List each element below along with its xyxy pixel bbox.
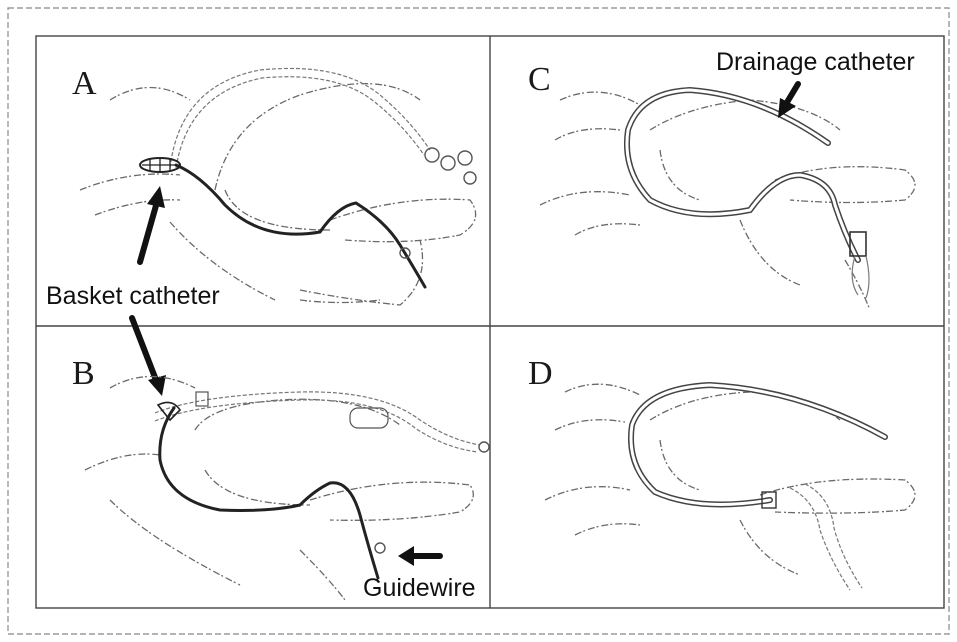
anatomy-outline <box>310 482 473 520</box>
panel-b: B <box>72 355 489 600</box>
anatomy-outline <box>215 84 420 190</box>
anatomy-outline <box>225 190 330 230</box>
basket-arrow-up <box>140 202 157 262</box>
anatomy-outline <box>660 440 700 490</box>
outer-border <box>8 8 949 634</box>
anatomy-outline <box>740 520 800 575</box>
anatomy-outline <box>845 260 870 310</box>
drainage-catheter-path <box>631 385 885 505</box>
anatomy-outline <box>555 420 625 430</box>
basket-catheter-label: Basket catheter <box>46 282 220 310</box>
panel-c: C <box>528 61 915 310</box>
panel-label-a: A <box>72 65 97 102</box>
drainage-catheter-lumen <box>631 385 885 505</box>
guidewire-arrowhead <box>398 546 414 566</box>
catheter-outline <box>170 68 430 168</box>
drainage-arrow <box>786 84 798 104</box>
anatomy-outline <box>300 300 380 303</box>
catheter-ring <box>196 392 208 406</box>
panel-label-d: D <box>528 355 553 392</box>
catheter-outline <box>790 488 850 590</box>
anatomy-outline <box>575 524 640 535</box>
guidewire-path <box>176 165 425 287</box>
guidewire-marker <box>375 543 385 553</box>
panel-label-c: C <box>528 61 551 98</box>
anatomy-outline <box>85 454 160 470</box>
anatomy-outline <box>660 150 700 200</box>
anatomy-outline <box>575 224 640 235</box>
anatomy-outline <box>560 92 640 105</box>
catheter-outline <box>805 484 862 588</box>
anatomy-outline <box>205 470 310 505</box>
catheter-ring <box>464 172 476 184</box>
anatomy-outline <box>300 550 345 600</box>
anatomy-outline <box>110 88 190 101</box>
anatomy-outline <box>740 220 800 285</box>
anatomy-outline <box>775 167 915 203</box>
anatomy-outline <box>195 399 400 430</box>
basket-arrowhead-up <box>147 186 165 208</box>
anatomy-outline <box>555 129 620 140</box>
basket-arrow-down <box>132 318 156 380</box>
guidewire-path <box>160 408 378 578</box>
panel-a: A <box>72 65 476 305</box>
catheter-ring <box>350 408 388 428</box>
anatomy-outline <box>80 174 180 190</box>
anatomy-outline <box>545 487 630 500</box>
anatomy-outline <box>565 384 640 395</box>
catheter-ring <box>458 151 472 165</box>
catheter-ring <box>425 148 439 162</box>
drainage-catheter-path <box>627 90 858 260</box>
catheter-outline <box>176 77 424 168</box>
anatomy-outline <box>760 479 915 513</box>
anatomy-outline <box>95 200 180 215</box>
drainage-catheter-lumen <box>627 90 858 260</box>
catheter-ring <box>479 442 489 452</box>
anatomy-outline <box>110 500 240 585</box>
catheter-ring <box>441 156 455 170</box>
basket-arrowhead-down <box>148 375 166 396</box>
drainage-catheter-label: Drainage catheter <box>716 48 915 76</box>
panel-label-b: B <box>72 355 95 392</box>
guidewire-label: Guidewire <box>363 574 476 602</box>
anatomy-outline <box>540 192 630 205</box>
anatomy-outline <box>650 100 840 130</box>
panel-d: D <box>528 355 915 590</box>
